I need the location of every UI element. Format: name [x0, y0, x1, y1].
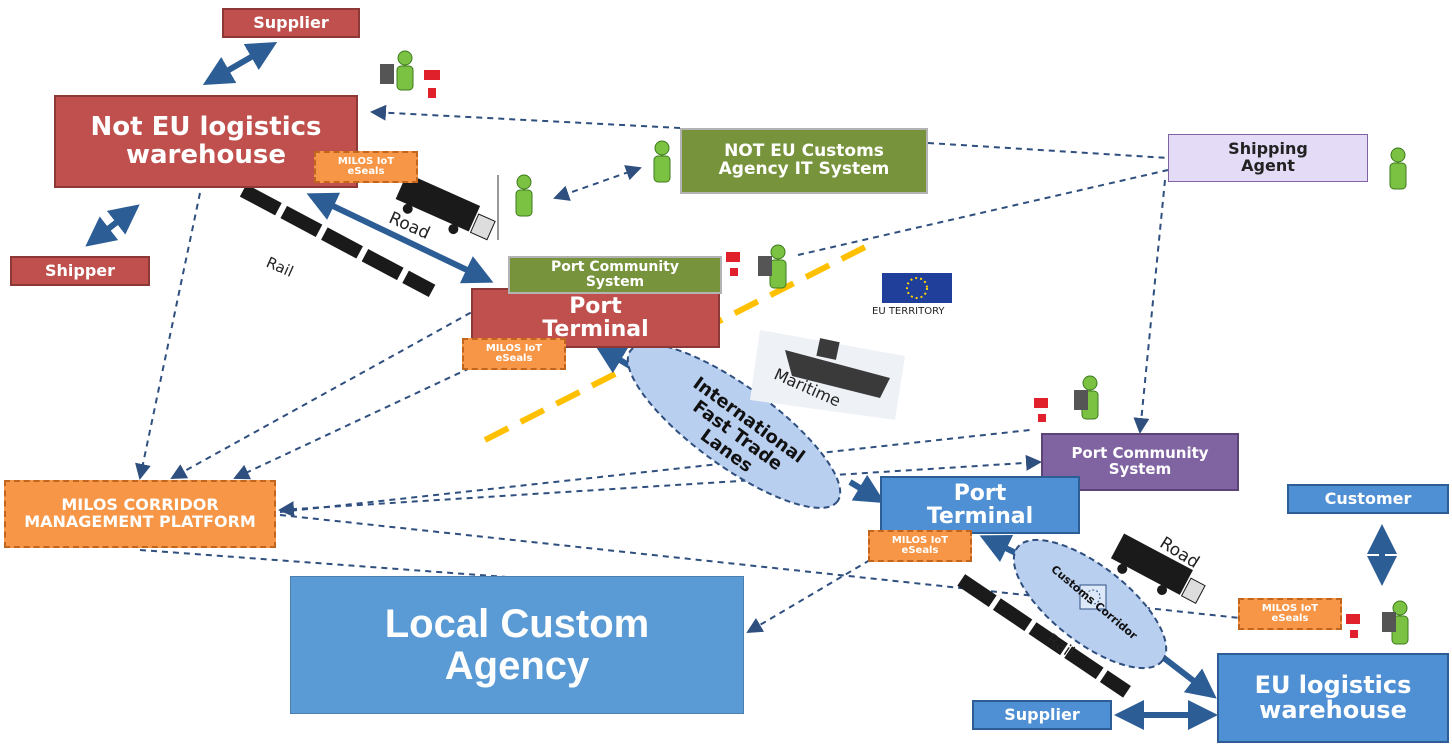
port-terminal-top-label: Port Terminal [542, 293, 649, 342]
eu-warehouse-box: EU logistics warehouse [1217, 653, 1449, 743]
pcs-bottom-label: Port Community System [1071, 444, 1209, 478]
customer-box: Customer [1287, 484, 1449, 514]
eseal-badge-port-top: MILOS IoT eSeals [462, 338, 566, 370]
shipper-box: Shipper [10, 256, 150, 286]
supplier-top-label: Supplier [253, 12, 329, 32]
warehouse-shipper-arrow [85, 204, 140, 247]
supplier-warehouse-arrow [202, 41, 278, 86]
local-custom-agency-label: Local Custom Agency [384, 602, 650, 688]
eu-flag-icon [882, 273, 952, 303]
not-eu-warehouse-label: Not EU logistics warehouse [90, 112, 322, 170]
local-custom-agency-box: Local Custom Agency [290, 576, 744, 714]
pcs-top-label: Port Community System [551, 259, 679, 290]
person-icon [396, 50, 1409, 645]
eu-stars-badge [1079, 584, 1107, 610]
pcs-top-box: Port Community System [508, 256, 722, 294]
eseal-badge-eu-warehouse: MILOS IoT eSeals [1238, 598, 1342, 630]
shipping-agent-box: Shipping Agent [1168, 134, 1368, 182]
device-icon [380, 64, 1396, 632]
eu-warehouse-label: EU logistics warehouse [1254, 670, 1412, 724]
fasttrade-to-port-arrow [848, 474, 886, 504]
supplier-top-box: Supplier [222, 8, 360, 38]
milos-platform-box: MILOS CORRIDOR MANAGEMENT PLATFORM [4, 480, 276, 548]
eseal-badge-not-eu: MILOS IoT eSeals [314, 151, 418, 183]
customer-label: Customer [1324, 488, 1412, 508]
ship-icon [750, 330, 905, 420]
supplier-bottom-box: Supplier [972, 700, 1112, 730]
truck-bottom-icon [1110, 533, 1206, 605]
not-eu-warehouse-box: Not EU logistics warehouse [54, 95, 358, 188]
warehouse-port-arrow [306, 192, 494, 284]
seal-tag-icon [424, 70, 1360, 638]
train-bottom-icon [957, 574, 1131, 698]
supplier-bottom-label: Supplier [1004, 704, 1080, 724]
train-top-icon [239, 184, 436, 298]
eseal-badge-port-bottom: MILOS IoT eSeals [868, 530, 972, 562]
shipping-agent-label: Shipping Agent [1228, 139, 1308, 175]
port-terminal-bottom-box: Port Terminal [880, 476, 1080, 534]
eu-territory-label: EU TERRITORY [872, 306, 945, 317]
corridor-from-port-arrow [979, 534, 1022, 562]
corridor-to-warehouse-arrow [1158, 652, 1217, 699]
milos-platform-label: MILOS CORRIDOR MANAGEMENT PLATFORM [24, 495, 256, 531]
port-terminal-bottom-label: Port Terminal [926, 480, 1034, 529]
truck-top-icon [395, 173, 496, 241]
not-eu-customs-label: NOT EU Customs Agency IT System [718, 141, 890, 179]
not-eu-customs-box: NOT EU Customs Agency IT System [680, 128, 928, 194]
shipper-label: Shipper [44, 260, 116, 280]
